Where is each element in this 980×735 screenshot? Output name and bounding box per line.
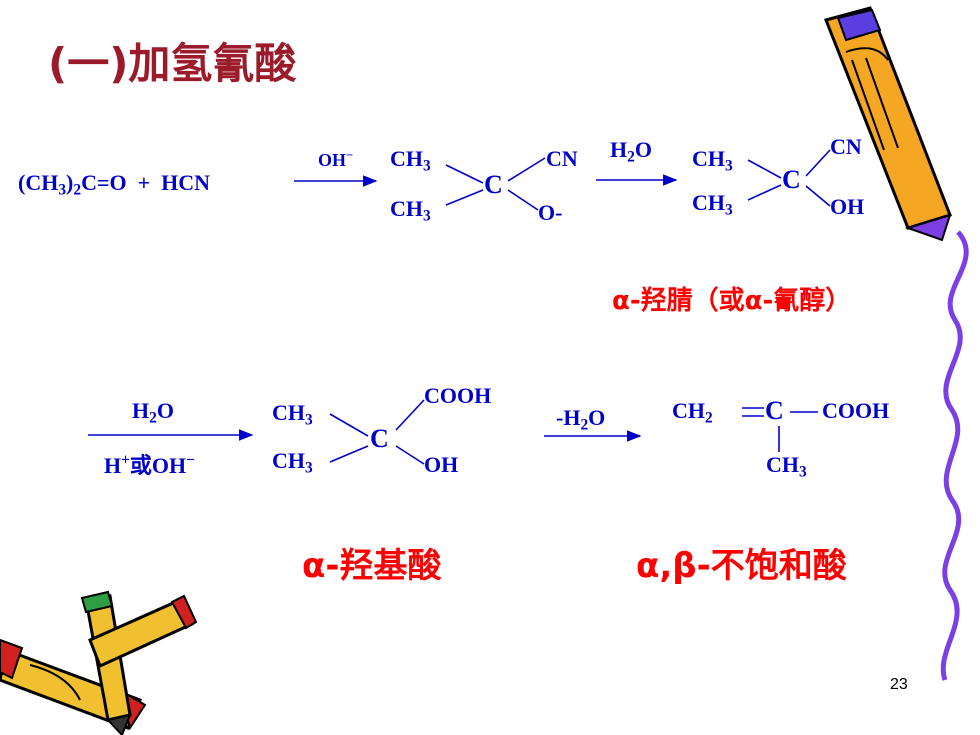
reactants: (CH3)2C=O + HCN xyxy=(18,170,211,199)
unsat-ch3: CH3 xyxy=(766,452,807,481)
catalyst: OH− xyxy=(318,148,354,171)
acid-ch3-bottom: CH3 xyxy=(272,448,313,477)
product-name-hydroxynitrile: α-羟腈（或α-氰醇） xyxy=(612,286,852,316)
unsat-carbon: C xyxy=(765,396,784,425)
reagent2-h2o: H2O xyxy=(132,398,174,427)
intermediate-cn: CN xyxy=(546,146,578,171)
name-unsaturated-acid: α,β-不饱和酸 xyxy=(636,546,847,586)
reagent-h2o: H2O xyxy=(610,137,652,166)
intermediate-carbon: C xyxy=(484,170,503,199)
intermediate-ch3-bottom: CH3 xyxy=(390,196,431,225)
product-oh: OH xyxy=(830,194,865,219)
page-number: 23 xyxy=(890,676,908,693)
unsat-ch2: CH2 xyxy=(672,398,713,427)
intermediate-ch3-top: CH3 xyxy=(390,146,431,175)
acid-carbon: C xyxy=(370,424,389,453)
product-ch3-top: CH3 xyxy=(692,146,733,175)
wavy-border xyxy=(940,230,969,681)
reagent2-catalyst: H+或OH− xyxy=(104,451,195,479)
page-title: (一)加氢氰酸 xyxy=(48,39,297,88)
intermediate-o-minus: O- xyxy=(538,200,563,225)
acid-cooh: COOH xyxy=(424,383,492,408)
product-carbon: C xyxy=(782,165,801,194)
catalyst-charge: − xyxy=(346,148,354,163)
unsat-cooh: COOH xyxy=(822,398,890,423)
acid-oh: OH xyxy=(424,452,459,477)
acid-ch3-top: CH3 xyxy=(272,400,313,429)
reagent-minus-h2o: -H2O xyxy=(556,405,606,434)
name-hydroxy-acid: α-羟基酸 xyxy=(302,546,442,586)
pencil-icon xyxy=(823,6,952,242)
product-cn: CN xyxy=(830,134,862,159)
crossed-pencils-icon xyxy=(0,590,198,735)
product-ch3-bottom: CH3 xyxy=(692,190,733,219)
catalyst-label: OH xyxy=(318,150,347,170)
